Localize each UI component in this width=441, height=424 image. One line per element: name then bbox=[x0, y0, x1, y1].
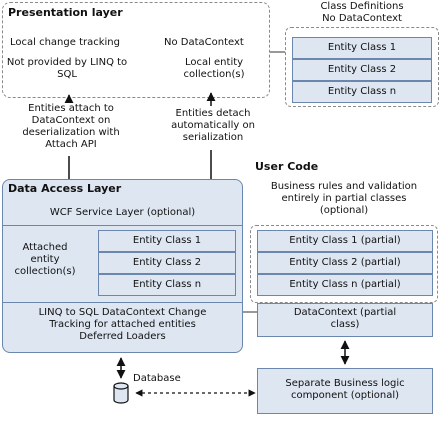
class-def-entity-1: Entity Class 1 bbox=[292, 37, 432, 59]
datacontext-partial-label: DataContext (partial class) bbox=[293, 307, 397, 330]
not-provided-label: Not provided by LINQ to SQL bbox=[6, 57, 128, 80]
presentation-layer-title: Presentation layer bbox=[8, 6, 123, 19]
dal-divider-bottom bbox=[3, 302, 242, 303]
dal-entity-1: Entity Class 1 bbox=[98, 230, 236, 252]
database-icon bbox=[113, 382, 129, 404]
database-label: Database bbox=[133, 373, 181, 384]
class-definitions-subtitle: No DataContext bbox=[322, 13, 402, 24]
user-code-title: User Code bbox=[255, 160, 319, 173]
local-change-tracking: Local change tracking bbox=[10, 37, 120, 48]
user-entity-1-partial: Entity Class 1 (partial) bbox=[257, 230, 433, 252]
user-entity-2-partial: Entity Class 2 (partial) bbox=[257, 252, 433, 274]
wcf-service-layer: WCF Service Layer (optional) bbox=[49, 207, 196, 218]
datacontext-partial: DataContext (partial class) bbox=[257, 303, 433, 337]
detach-arrow-label: Entities detach automatically on seriali… bbox=[171, 108, 255, 143]
business-logic-component: Separate Business logic component (optio… bbox=[257, 368, 433, 414]
attach-arrow-label: Entities attach to DataContext on deseri… bbox=[22, 103, 120, 150]
business-logic-label: Separate Business logic component (optio… bbox=[285, 378, 405, 401]
local-entity-collections: Local entity collection(s) bbox=[183, 57, 245, 80]
class-def-entity-2: Entity Class 2 bbox=[292, 59, 432, 81]
business-rules-label: Business rules and validation entirely i… bbox=[270, 181, 418, 216]
dal-entity-n: Entity Class n bbox=[98, 274, 236, 296]
dal-divider-top bbox=[3, 225, 242, 226]
data-access-layer-title: Data Access Layer bbox=[8, 182, 122, 195]
user-entity-n-partial: Entity Class n (partial) bbox=[257, 274, 433, 296]
presentation-layer bbox=[2, 2, 270, 98]
class-definitions-title: Class Definitions bbox=[320, 1, 404, 12]
no-datacontext-label: No DataContext bbox=[164, 37, 244, 48]
attached-entity-collections: Attached entity collection(s) bbox=[14, 242, 76, 277]
class-def-entity-n: Entity Class n bbox=[292, 81, 432, 103]
dal-entity-2: Entity Class 2 bbox=[98, 252, 236, 274]
linq-datacontext-label: LINQ to SQL DataContext Change Tracking … bbox=[38, 307, 207, 342]
